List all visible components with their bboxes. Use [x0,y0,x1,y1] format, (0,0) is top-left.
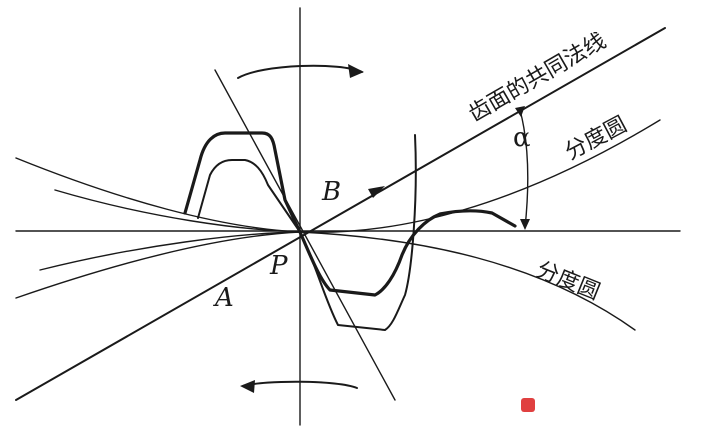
point-p-label: P [269,251,288,281]
top-rotation-arrowhead [348,64,364,78]
angle-arc-arrow-top [515,106,525,117]
upper-tooth-outline [183,131,302,234]
lower-tooth-outline [298,209,517,297]
common-normal-label: 齿面的共同法线 [465,29,611,128]
watermark-text: 头条 @科技智能制造 [540,399,680,417]
angle-arc-arrow-bottom [520,219,530,230]
bottom-rotation-arrowhead [240,380,255,393]
angle-arc [519,109,529,229]
lower-tooth-inner-profile [299,134,417,331]
upper-tooth-inner-profile [197,159,301,233]
gear-curve-lower-left [39,231,301,271]
common-normal-line [15,27,666,401]
watermark: 头条 @科技智能制造 [521,398,680,417]
point-a-label: A [213,283,234,313]
angle-alpha-label: α [513,123,531,153]
gear-curve-upper-left [54,189,301,233]
pitch-circle-lower-label: 分度圆 [533,257,604,305]
pitch-circle-upper-label: 分度圆 [561,112,631,165]
toutiao-logo-icon [521,398,535,412]
common-normal-arrowhead [368,186,385,198]
point-b-label: B [321,177,341,207]
